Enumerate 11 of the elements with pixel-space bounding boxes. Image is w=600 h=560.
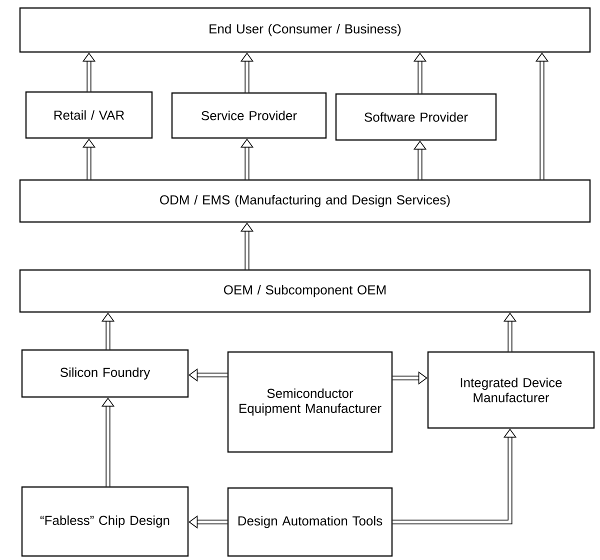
process-box: “Fabless” Chip Design	[21, 486, 189, 557]
process-box: Software Provider	[335, 93, 497, 141]
process-box: Service Provider	[171, 92, 327, 139]
process-box: ODM / EMS (Manufacturing and Design Services)	[19, 179, 591, 223]
process-box: Semiconductor Equipment Manufacturer	[227, 351, 393, 453]
process-box: OEM / Subcomponent OEM	[19, 269, 591, 313]
process-box: Silicon Foundry	[21, 349, 189, 398]
process-box: End User (Consumer / Business)	[19, 7, 591, 53]
process-box: Design Automation Tools	[227, 487, 393, 557]
process-box: Integrated Device Manufacturer	[427, 351, 595, 429]
process-box: Retail / VAR	[25, 91, 153, 139]
